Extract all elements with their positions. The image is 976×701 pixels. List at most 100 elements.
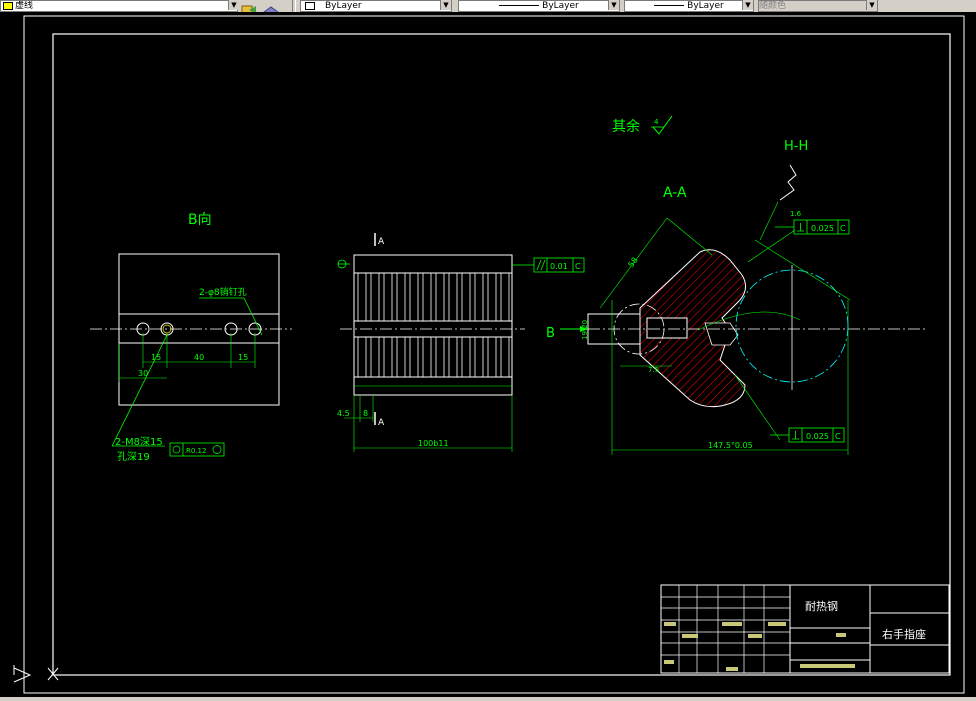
view-arrow-b: B [546,326,555,341]
roughness-note: 其余 [612,118,640,135]
drawing-canvas[interactable]: B向 2-φ8销钉孔 15 40 15 30 2-M8深15 孔深19 [0,12,976,697]
linetype-preview [499,5,540,6]
mmc-icon [212,445,222,454]
inner-border [52,33,951,676]
dim-147: 147.5°0.05 [708,441,753,450]
title-block: 耐热钢 右手指座 [660,584,950,674]
position-tolerance: R0.12 [186,447,206,455]
chevron-down-icon[interactable]: ▼ [742,0,753,10]
title-fill-cell [726,667,738,671]
layer-state-icon[interactable] [240,0,258,14]
fin [383,336,393,378]
material: 耐热钢 [805,600,838,613]
flatness-datum: C [575,262,581,271]
color-value: ByLayer [325,1,362,11]
flatness-value: 0.01 [550,262,568,271]
toolbar-separator [292,0,296,12]
perpendicular-icon [792,431,799,440]
leader-m8 [111,334,168,447]
fin [396,272,406,322]
title-fill-cell [664,622,676,626]
fin-group [357,272,510,378]
section-hh-label: H-H [784,139,808,154]
plotstyle-value: 随颜色 [759,1,787,11]
front-view: A A 0.01 C 100b11 4.5 8 B [337,233,588,452]
perp-value-bottom: 0.025 [806,432,829,441]
fin [422,336,432,378]
position-tolerance-frame [169,442,225,457]
shaft-stub [587,313,641,345]
part-name: 右手指座 [882,627,926,641]
section-aa: A-A 其余 4 19.20 147.5°0.05 58 7.5 H-H 1. [581,115,925,455]
chevron-down-icon[interactable]: ▼ [228,0,239,10]
dim-line-58 [599,217,668,309]
color-dropdown[interactable]: ByLayer [300,0,452,12]
dim-30: 30 [138,369,148,378]
parallel-icon [536,259,546,271]
chevron-down-icon[interactable]: ▼ [608,0,619,10]
fin [383,272,393,322]
fin [357,272,367,322]
perp-value-top: 0.025 [811,224,834,233]
fin [409,336,419,378]
section-aa-label: A-A [663,185,687,201]
layer-previous-icon[interactable] [262,0,280,15]
lineweight-value: ByLayer [687,1,724,11]
title-grid [660,584,846,674]
perp-frame-top [793,219,850,235]
section-mark-a-top: A [378,237,385,247]
title-fill-cell [664,660,674,664]
perp-frame-bottom [788,427,845,443]
fin [370,336,380,378]
hh-cut-icon [779,164,797,201]
leader-pin [243,297,263,336]
front-view-outline [353,254,513,396]
bore-cavity [646,317,688,339]
dim-100: 100b11 [418,439,449,448]
fin [487,336,497,378]
hh-circle [735,269,849,383]
fin [474,272,484,322]
chevron-down-icon[interactable]: ▼ [440,0,451,10]
plotstyle-dropdown[interactable]: 随颜色 [758,0,878,12]
title-fill-cell [748,634,762,638]
perp-datum-top: C [840,224,846,233]
ucs-icon [13,665,59,683]
dim-4-5: 4.5 [337,409,350,418]
dim-r-small: 1.6 [790,210,802,218]
m8-note-1: 2-M8深15 [115,436,163,448]
position-icon [172,445,181,454]
layer-color-icon [3,2,13,10]
dim-8: 8 [363,409,368,418]
layer-dropdown[interactable]: 虚线 [0,0,238,12]
fin [448,272,458,322]
model-layout-tabs[interactable] [0,697,976,701]
outer-border [23,15,965,694]
properties-toolbar: 虚线 ▼ ByLayer ▼ ByLayer ▼ ByLayer ▼ 随颜色 ▼ [0,0,976,15]
arrow-right-icon [580,326,588,332]
roughness-symbol-icon [652,115,673,135]
linetype-dropdown[interactable]: ByLayer [458,0,620,12]
chevron-down-icon[interactable]: ▼ [866,0,877,10]
fin [474,336,484,378]
fin [500,336,510,378]
section-mark-a-bottom: A [378,418,385,428]
title-fill-bar [800,664,855,668]
fin [500,272,510,322]
slot-cavity [704,322,739,346]
roughness-value: 4 [654,118,659,126]
flatness-frame [533,257,585,273]
dim-40: 40 [194,353,204,362]
fin [435,272,445,322]
dim-19-2: 19.20 [581,320,589,340]
fin [461,272,471,322]
drawing-svg: B向 2-φ8销钉孔 15 40 15 30 2-M8深15 孔深19 [13,15,965,694]
dim-15-right: 15 [238,353,248,362]
lineweight-dropdown[interactable]: ByLayer [624,0,754,12]
linetype-value: ByLayer [542,1,579,11]
title-fill-cell [836,633,846,637]
fin [370,272,380,322]
fin [461,336,471,378]
lineweight-preview [654,5,685,6]
pin-hole-note: 2-φ8销钉孔 [199,286,247,298]
